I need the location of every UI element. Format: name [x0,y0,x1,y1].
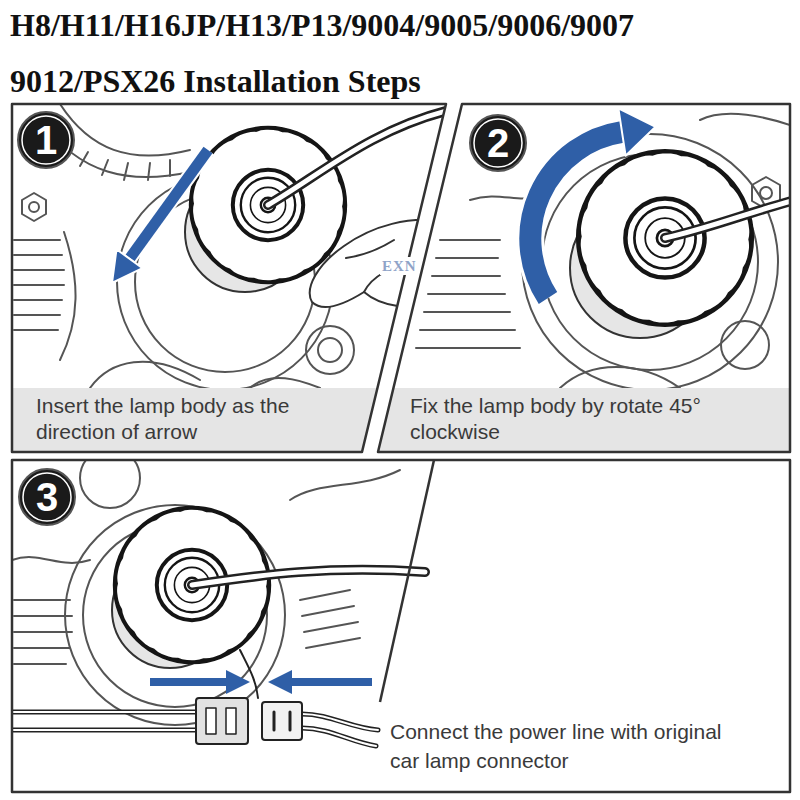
badge-ring [22,116,70,164]
step-badge: 2 [469,114,527,172]
step-panel: 3Connect the power line with original ca… [12,460,790,792]
step-number: 1 [35,120,57,160]
caption-band [12,388,378,452]
line-art-path [300,590,360,648]
line-art-path [268,110,450,205]
line-art-path [416,240,520,348]
step-panel: 2Fix the lamp body by rotate 45° clockwi… [378,104,790,452]
line-art-path [302,714,378,746]
line-art-rect [206,708,216,734]
step-two-illustration [416,108,795,390]
line-art-path [240,650,258,698]
step-badge: 1 [17,111,75,169]
line-art-circle [80,460,140,508]
line-art-rect [196,698,248,744]
line-art-line [150,678,228,686]
badge-disc [18,112,74,168]
line-art-path [12,712,196,730]
line-art-path [665,200,795,238]
line-art-polygon [268,670,292,694]
badge-ring [23,473,71,521]
line-art-path [14,600,72,664]
line-art-path [665,200,795,238]
line-art-polygon [226,670,250,694]
line-art-path [250,378,320,388]
line-art-path [530,132,622,298]
badge-ring [474,119,522,167]
step-caption: Fix the lamp body by rotate 45° clockwis… [410,393,780,445]
line-art-path [302,714,378,746]
line-art-circle [721,321,769,369]
watermark: EXN [380,257,419,275]
line-art-line [289,712,292,730]
line-art-line [273,712,276,730]
line-art-rect [262,702,302,740]
line-art-path [700,114,790,125]
step-three-illustration [12,460,425,746]
step-caption: Connect the power line with original car… [390,717,750,775]
line-art-path [192,570,425,585]
step-one-illustration [14,104,450,390]
line-art-path [60,104,190,156]
line-art-circle [318,338,342,362]
line-art-rect [226,708,236,734]
line-art-path [60,232,76,360]
line-art-path [290,470,400,500]
panel-outline [12,460,790,792]
line-art-path [192,570,425,585]
badge-disc [19,469,75,525]
panel-outline [378,104,790,452]
line-art-circle [760,187,772,199]
line-art-polygon [22,193,46,221]
line-art-line [290,678,372,686]
line-art-path [268,110,450,205]
panel-outline [12,104,446,452]
page-title: H8/H11/H16JP/H13/P13/9004/9005/9006/9007… [10,0,700,109]
panel-divider [380,460,434,702]
line-art-line [130,150,208,258]
step-panel: 1Insert the lamp body as the direction o… [12,104,446,452]
line-art-polygon [618,108,655,155]
line-art-path [560,367,680,388]
line-art-path [310,220,446,307]
step-badge: 3 [18,468,76,526]
line-art-circle [29,202,39,212]
line-art-polygon [112,249,143,283]
caption-band [378,388,790,452]
line-art-path [14,240,64,330]
line-art-circle [306,326,354,374]
line-art-path [62,140,170,180]
line-art-path [530,132,622,298]
badge-disc [470,115,526,171]
line-art-circle [65,505,285,725]
step-caption: Insert the lamp body as the direction of… [36,393,366,445]
line-art-path [12,712,196,730]
line-art-line [130,150,208,258]
step-number: 2 [487,123,509,163]
step-number: 3 [36,477,58,517]
line-art-path [90,362,200,388]
